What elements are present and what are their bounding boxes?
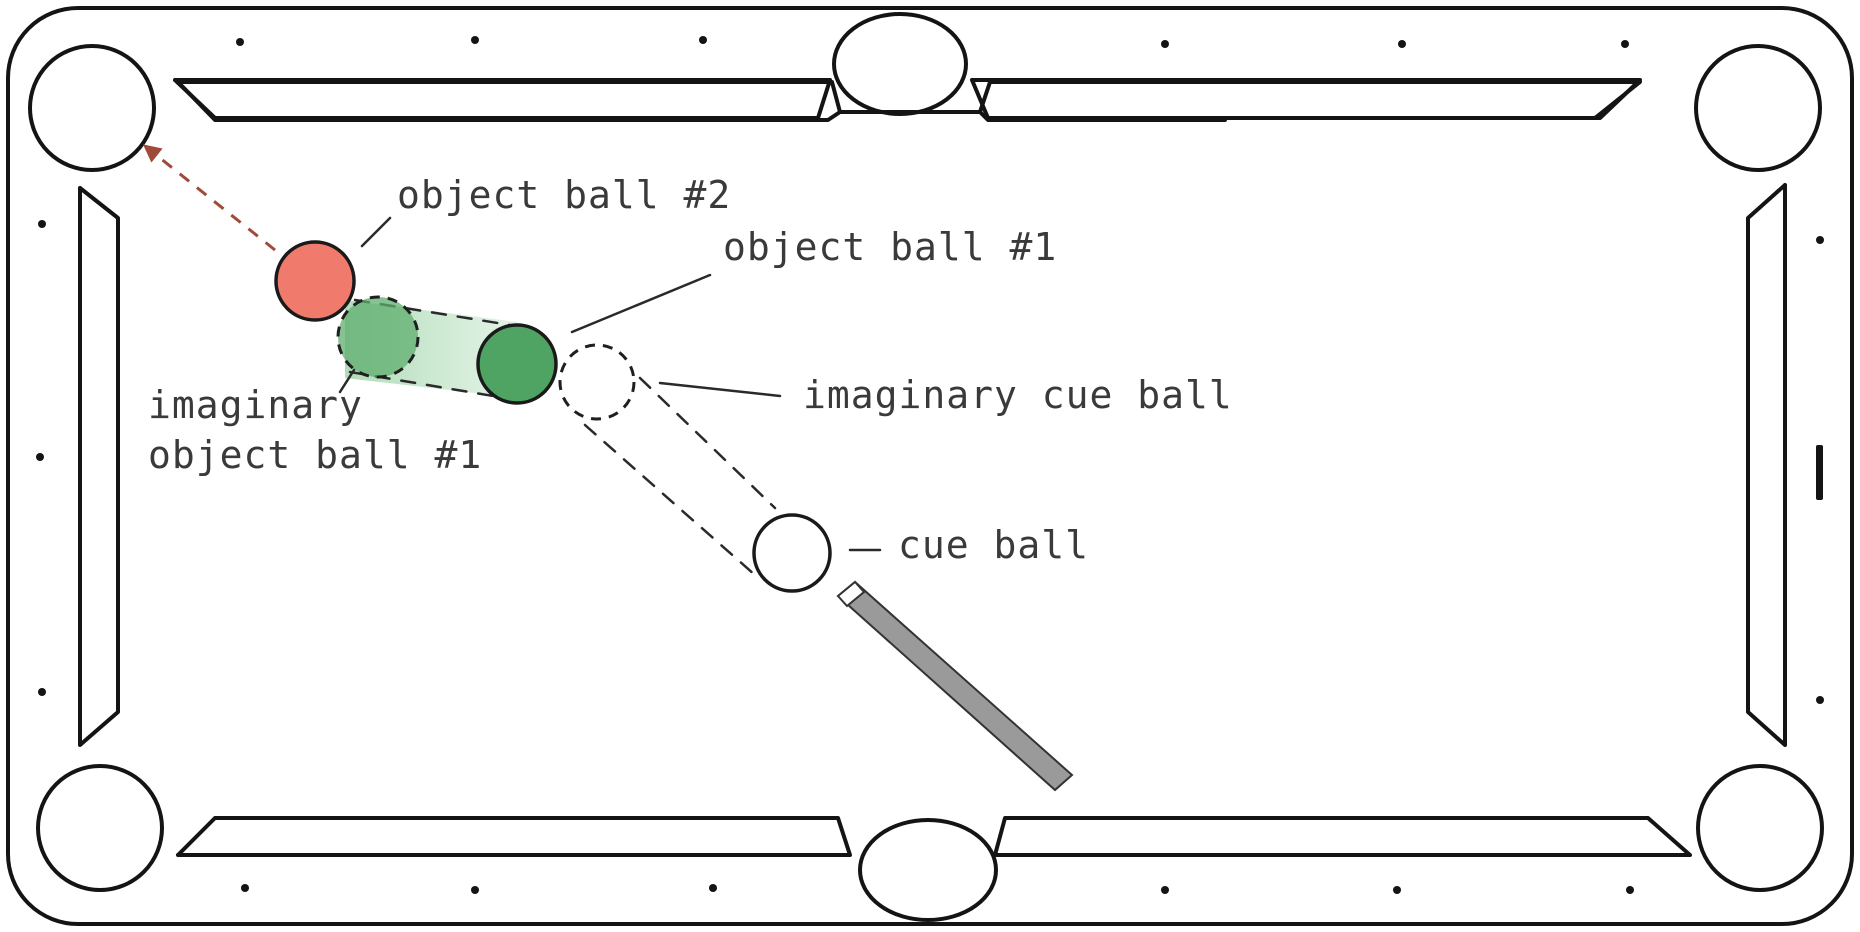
leader-object-ball-2 [360, 216, 392, 248]
label-object-ball-1: object ball #1 [723, 225, 1057, 269]
aim-arrow [142, 144, 276, 252]
top-left-cushion [173, 78, 832, 120]
pocket-top-right [1694, 44, 1822, 172]
cue-ball-path-upper [638, 376, 777, 510]
bottom-left-cushion [176, 816, 852, 857]
cue-ball [752, 513, 832, 593]
imaginary-cue-ball [558, 343, 636, 421]
cue-ball-path-lower [583, 423, 757, 577]
label-imaginary-object-ball-line2: object ball #1 [148, 433, 482, 477]
right-cushion [1746, 183, 1787, 747]
leader-imaginary-cue-ball [658, 381, 782, 398]
pocket-bottom-middle [858, 818, 998, 922]
pocket-bottom-left [36, 764, 164, 892]
pocket-bottom-right [1696, 764, 1824, 892]
label-object-ball-2: object ball #2 [397, 173, 731, 217]
rail-diamonds [36, 36, 1824, 894]
pocket-top-middle [832, 12, 968, 116]
label-cue-ball: cue ball [898, 523, 1089, 567]
top-right-cushion [970, 78, 1642, 120]
label-imaginary-object-ball-line1: imaginary [148, 383, 363, 427]
imaginary-object-ball-1 [336, 295, 420, 379]
leader-object-ball-1 [570, 273, 712, 334]
pocket-top-left [28, 44, 156, 172]
table-outer-rail [6, 6, 1854, 926]
object-ball-2 [274, 240, 356, 322]
cue-stick [836, 580, 1074, 792]
bottom-right-cushion [993, 816, 1692, 857]
leader-imaginary-object-ball [338, 368, 356, 394]
object-ball-1 [476, 323, 558, 405]
left-cushion [78, 186, 120, 747]
label-imaginary-cue-ball: imaginary cue ball [803, 373, 1233, 417]
